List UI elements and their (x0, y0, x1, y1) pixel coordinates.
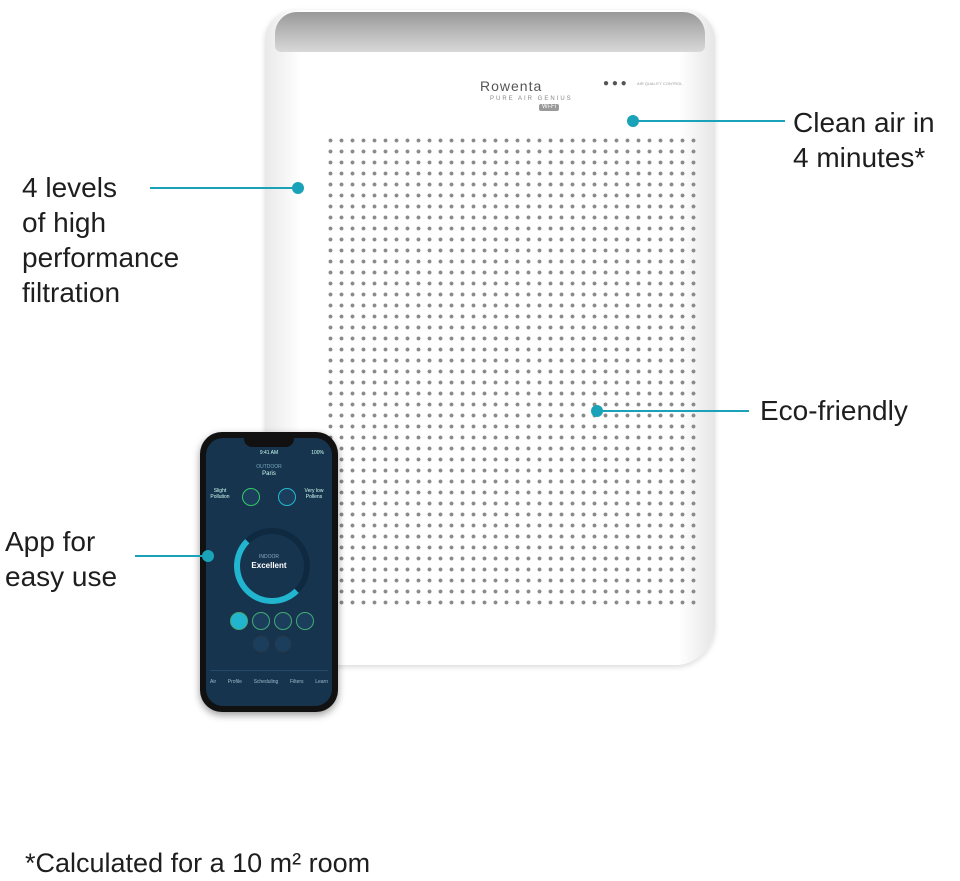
callout-eco: Eco-friendly (760, 395, 908, 426)
mode-boost-button[interactable] (296, 612, 314, 630)
callout-clean-air: Clean air in 4 minutes* (793, 105, 935, 175)
app-bottom-nav: Air Profile Scheduling Filters Learn (210, 670, 328, 685)
pollens-gauge (278, 488, 296, 506)
callout-line: App for (5, 526, 96, 557)
smartphone-app-image: 9:41 AM 100% OUTDOOR Paris Slight Pollut… (200, 432, 338, 712)
callout-dot (292, 182, 304, 194)
callout-line: easy use (5, 561, 118, 592)
indoor-status: Excellent (251, 561, 287, 570)
callout-line: performance (22, 242, 180, 273)
callout-filtration: 4 levels of high performance filtration (22, 170, 179, 310)
nav-filters[interactable]: Filters (289, 679, 304, 685)
mode-night-button[interactable] (252, 612, 270, 630)
air-quality-ring (234, 528, 310, 604)
nav-profile[interactable]: Profile (227, 679, 242, 685)
indicator-label: AIR QUALITY CONTROL (637, 81, 683, 86)
purifier-grille (325, 135, 697, 605)
mode-eco-button[interactable] (274, 612, 292, 630)
location: Paris (262, 471, 276, 477)
brand-subline: PURE AIR GENIUS (490, 96, 573, 102)
indoor-label: INDOOR (259, 554, 279, 560)
app-screen: 9:41 AM 100% OUTDOOR Paris Slight Pollut… (206, 438, 332, 706)
callout-app: App for easy use (5, 524, 117, 594)
callout-connector (597, 410, 749, 412)
callout-dot (202, 550, 214, 562)
callout-line: of high (22, 207, 107, 238)
callout-connector (135, 555, 208, 557)
callout-line: 4 minutes* (793, 142, 926, 173)
nav-learn[interactable]: Learn (315, 679, 328, 685)
callout-dot (591, 405, 603, 417)
power-button[interactable] (252, 635, 270, 653)
footnote: *Calculated for a 10 m² room (25, 848, 371, 878)
mode-auto-button[interactable] (230, 612, 248, 630)
pollution-status: Slight Pollution (210, 488, 230, 500)
pollution-gauge (242, 488, 260, 506)
callout-connector (150, 187, 298, 189)
light-button[interactable] (274, 635, 292, 653)
status-time: 9:41 AM (259, 450, 279, 456)
nav-scheduling[interactable]: Scheduling (253, 679, 279, 685)
nav-air[interactable]: Air (210, 679, 217, 685)
callout-line: 4 levels (22, 172, 117, 203)
brand-logo: Rowenta (480, 78, 543, 94)
callout-dot (627, 115, 639, 127)
air-purifier-image: Rowenta PURE AIR GENIUS Wi-Fi ● ● ● AIR … (265, 10, 715, 665)
purifier-top-vent (275, 12, 705, 52)
indicator-lights-icon: ● ● ● (603, 78, 627, 89)
phone-notch (244, 438, 294, 447)
outdoor-label: OUTDOOR (256, 464, 282, 470)
pollens-status: Very low Pollens (304, 488, 324, 500)
status-battery: 100% (311, 450, 324, 456)
callout-line: filtration (22, 277, 121, 308)
callout-connector (633, 120, 785, 122)
wifi-badge: Wi-Fi (539, 104, 559, 111)
callout-line: Clean air in (793, 107, 935, 138)
